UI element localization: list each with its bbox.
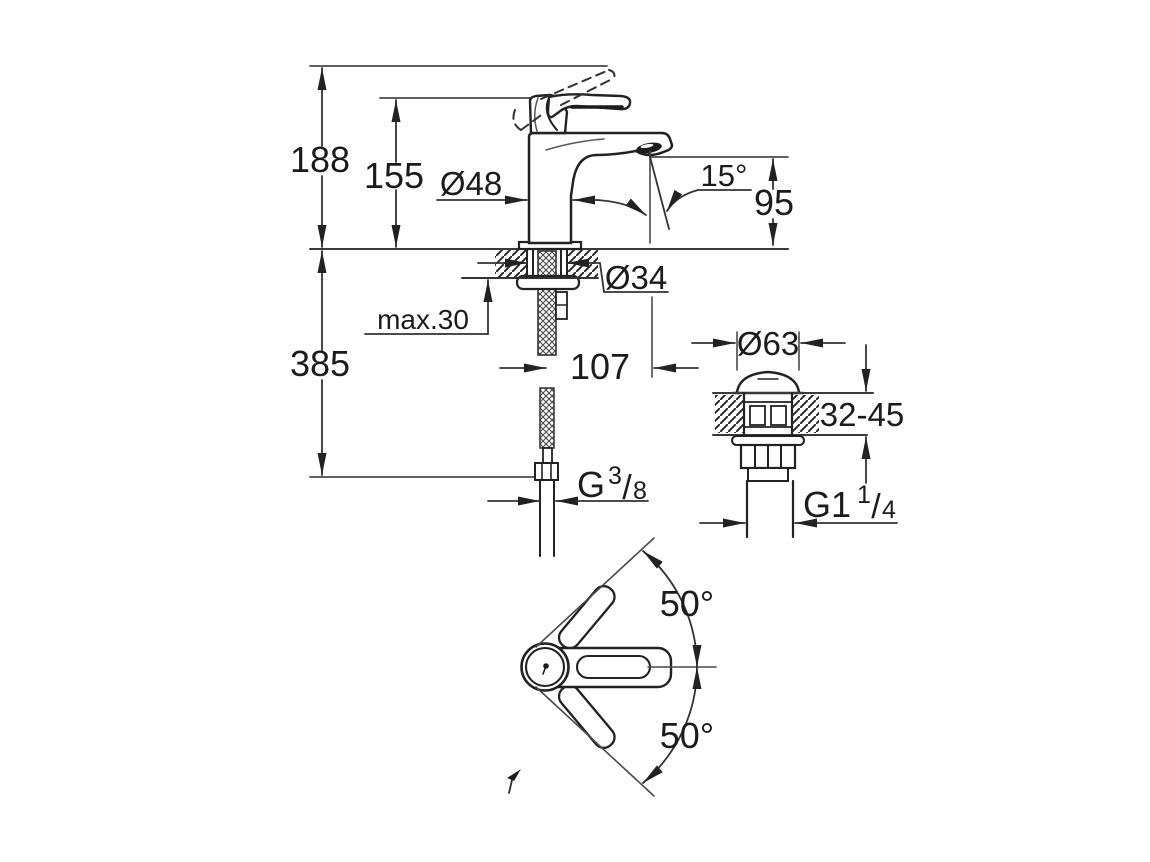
swing-ext-upper: [535, 537, 655, 648]
label-body-diameter: Ø48: [440, 165, 502, 202]
drain-valve-view: Ø63 32-45 G1 1 / 4: [691, 325, 904, 539]
label-drain-slash: /: [871, 488, 881, 526]
label-stream-angle: 15°: [701, 158, 748, 193]
label-drain-range: 32-45: [820, 396, 904, 433]
dim-shank-diameter: [477, 258, 669, 293]
top-view: 50° 50°: [507, 537, 717, 797]
drain-window-left: [749, 405, 766, 426]
shank-lock-nut: [515, 274, 581, 291]
drain-cap-dome: [735, 370, 801, 394]
label-supply-g: G: [577, 464, 605, 505]
label-below-deck-height: 385: [290, 343, 350, 384]
front-view: 188 155 Ø48 15° 95 Ø34 max.30 385 107 G …: [290, 65, 794, 557]
label-drain-thread: G1 1 / 4: [803, 481, 896, 526]
body-center-tick: [542, 665, 547, 675]
label-max-mounting: max.30: [377, 304, 469, 335]
hose-end-pipe: [539, 479, 555, 557]
handle-position-upper: [557, 585, 616, 650]
drain-collar: [747, 467, 789, 482]
swing-ext-lower: [535, 686, 655, 797]
drain-body-walls: [742, 391, 794, 437]
label-drain-den: 4: [882, 496, 896, 524]
cursor-arrow-mark: [507, 769, 521, 794]
label-overall-height: 188: [290, 139, 350, 180]
dim-stream-angle: [666, 189, 752, 212]
label-supply-den: 8: [633, 477, 647, 505]
drain-window-right: [770, 405, 787, 426]
body-circle-inner: [524, 646, 566, 688]
label-supply-num: 3: [608, 462, 622, 490]
label-deck-to-top: 155: [364, 155, 424, 196]
dim-body-diameter: [436, 195, 647, 216]
cartridge-curve2: [534, 97, 539, 132]
label-swing-lower: 50°: [660, 715, 714, 756]
drain-body-steps: [743, 401, 793, 428]
label-supply-thread: G 3 / 8: [577, 462, 647, 507]
drain-pipe: [745, 479, 795, 539]
handle-position-lower: [557, 684, 616, 749]
swing-arc-lower: [642, 666, 702, 784]
lever-raised-dashed: [512, 69, 616, 131]
hose-nut: [534, 462, 559, 481]
label-drain-flange: Ø63: [737, 325, 799, 362]
drain-washer: [731, 435, 805, 446]
drain-ext-lines: [736, 331, 800, 371]
label-spout-projection: 107: [570, 346, 630, 387]
supply-hose-braid-upper: [537, 250, 557, 356]
label-shank-diameter: Ø34: [605, 259, 667, 296]
aerator: [636, 142, 662, 154]
label-supply-slash: /: [622, 469, 632, 507]
aerator-highlight: [640, 143, 654, 149]
label-drain-num: 1: [857, 481, 871, 509]
drain-nut-facets: [754, 444, 782, 469]
drain-hatch-left: [715, 395, 743, 433]
hose-nut-facets: [541, 462, 552, 481]
drain-hatch-right: [793, 395, 819, 433]
swing-arc-upper: [642, 550, 702, 668]
hose-collar: [542, 447, 553, 464]
spout-blend-line: [545, 138, 605, 151]
supply-hose-braid-lower: [539, 387, 555, 449]
label-spout-height: 95: [754, 182, 794, 223]
handle-top-inner: [575, 654, 652, 680]
dim-max-mounting: [364, 279, 493, 335]
label-drain-g: G1: [803, 484, 851, 525]
water-stream-line: [648, 152, 670, 230]
label-swing-upper: 50°: [660, 583, 714, 624]
